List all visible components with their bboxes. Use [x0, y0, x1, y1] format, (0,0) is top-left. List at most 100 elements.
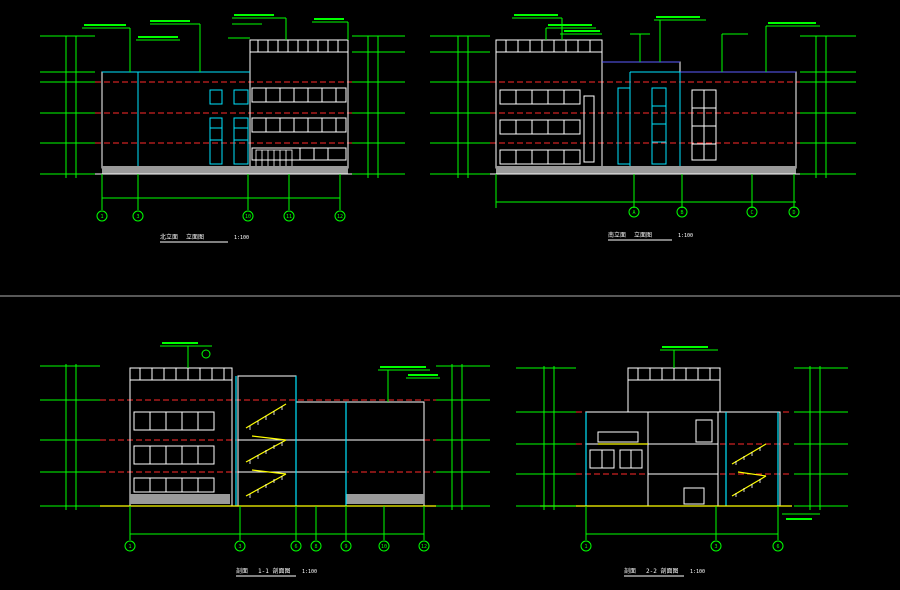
axis-label: 10: [381, 544, 387, 550]
stair-treads: [735, 447, 761, 497]
axis-bubble: [234, 540, 246, 552]
section-drawing-1: 1 3 6 8 9 10 12 剖面 1-1 剖面图 1:100: [40, 342, 490, 577]
axis-bubble: [788, 206, 800, 218]
axis-bubble: [676, 206, 688, 218]
dimension-chain-bottom: [129, 506, 425, 540]
axis-label: 3: [238, 544, 241, 550]
view-scale: 1:100: [302, 569, 317, 575]
view-title: 1-1 剖面图: [258, 567, 290, 575]
dimension-chain-bottom: [585, 506, 779, 540]
building-outline: [129, 367, 425, 507]
axis-bubble: [418, 540, 430, 552]
window-bands: [499, 89, 717, 165]
axis-label: 1: [128, 544, 131, 550]
section-drawing-2: 1 3 6 剖面 2-2 剖面图 1:100: [516, 346, 848, 577]
axis-bubble: [310, 540, 322, 552]
dimension-chain-left: [430, 35, 490, 178]
roof-railing: [250, 40, 348, 53]
level-lines: [540, 411, 792, 475]
axis-bubble: [746, 206, 758, 218]
axis-bubble: [378, 540, 390, 552]
annotation-leaders: [160, 345, 440, 402]
axis-label: 8: [314, 544, 317, 550]
axis-bubble: [242, 210, 254, 222]
roof-railing: [496, 40, 602, 53]
axis-bubble: [132, 210, 144, 222]
annotation-leaders: [512, 17, 820, 72]
dimension-chain-left: [40, 364, 100, 510]
axis-bubbles: 1 3 6 8 9 10 12: [124, 540, 430, 552]
roof-railing: [130, 368, 232, 381]
dimension-chain-left: [40, 35, 95, 178]
dimension-chain-right: [436, 364, 490, 510]
dimension-chain-right: [352, 35, 405, 178]
view-title-prefix: 北立面: [160, 233, 178, 241]
staircase: [598, 443, 767, 497]
axis-label: 1: [584, 544, 587, 550]
dimension-chain-bottom: [495, 174, 796, 208]
ground-plinth: [130, 494, 230, 504]
ground-plinth-2: [346, 494, 424, 504]
roof-railing: [628, 368, 720, 381]
axis-bubble: [96, 210, 108, 222]
axis-bubble: [772, 540, 784, 552]
axis-label: 3: [714, 544, 717, 550]
axis-label: D: [792, 210, 795, 216]
axis-label: 3: [136, 214, 139, 220]
axis-label: 9: [344, 544, 347, 550]
annotation-text-marks: [162, 342, 438, 376]
axis-label: 6: [294, 544, 297, 550]
view-scale: 1:100: [678, 233, 693, 239]
axis-label: 12: [421, 544, 427, 550]
level-lines: [490, 81, 800, 144]
dimension-chain-left: [516, 366, 576, 510]
index-bubble: [201, 349, 211, 359]
annotation-text-marks: [662, 346, 812, 520]
view-title: 立面图: [634, 231, 652, 239]
section-walls: [585, 412, 779, 506]
annotation-leaders: [660, 349, 820, 515]
axis-label: A: [632, 210, 635, 216]
annotation-text-marks: [514, 14, 816, 32]
annotation-text-marks: [84, 14, 344, 38]
dimension-chain-bottom: [101, 174, 341, 210]
view-title-prefix: 剖面: [624, 567, 636, 575]
axis-label: 11: [286, 214, 292, 220]
axis-label: B: [680, 210, 683, 216]
view-scale: 1:100: [690, 569, 705, 575]
view-title: 立面图: [186, 233, 204, 241]
ground-plinth: [102, 166, 348, 174]
axis-bubble: [334, 210, 346, 222]
view-title: 2-2 剖面图: [646, 567, 678, 575]
dimension-chain-right: [794, 366, 848, 510]
axis-label: 6: [776, 544, 779, 550]
glass-curtain-wall: [137, 72, 249, 168]
view-scale: 1:100: [234, 235, 249, 241]
view-title-prefix: 南立面: [608, 231, 626, 239]
axis-bubble: [283, 210, 295, 222]
window-bands: [251, 87, 347, 161]
entrance-door: [255, 149, 293, 169]
dimension-chain-right: [800, 35, 856, 178]
axis-bubbles: 1 3 6: [580, 540, 784, 552]
axis-bubble: [124, 540, 136, 552]
axis-bubble: [290, 540, 302, 552]
axis-label: 10: [245, 214, 251, 220]
window-bands: [589, 419, 713, 505]
axis-bubble: [710, 540, 722, 552]
ground-plinth: [496, 166, 796, 174]
glass-curtain-wall: [617, 71, 681, 168]
axis-bubble: [580, 540, 592, 552]
annotation-leaders: [82, 17, 349, 72]
view-title-prefix: 剖面: [236, 567, 248, 575]
building-outline: [101, 39, 349, 169]
window-bands: [133, 411, 215, 493]
axis-bubble: [628, 206, 640, 218]
stair-treads: [249, 406, 283, 498]
axis-label: 1: [100, 214, 103, 220]
